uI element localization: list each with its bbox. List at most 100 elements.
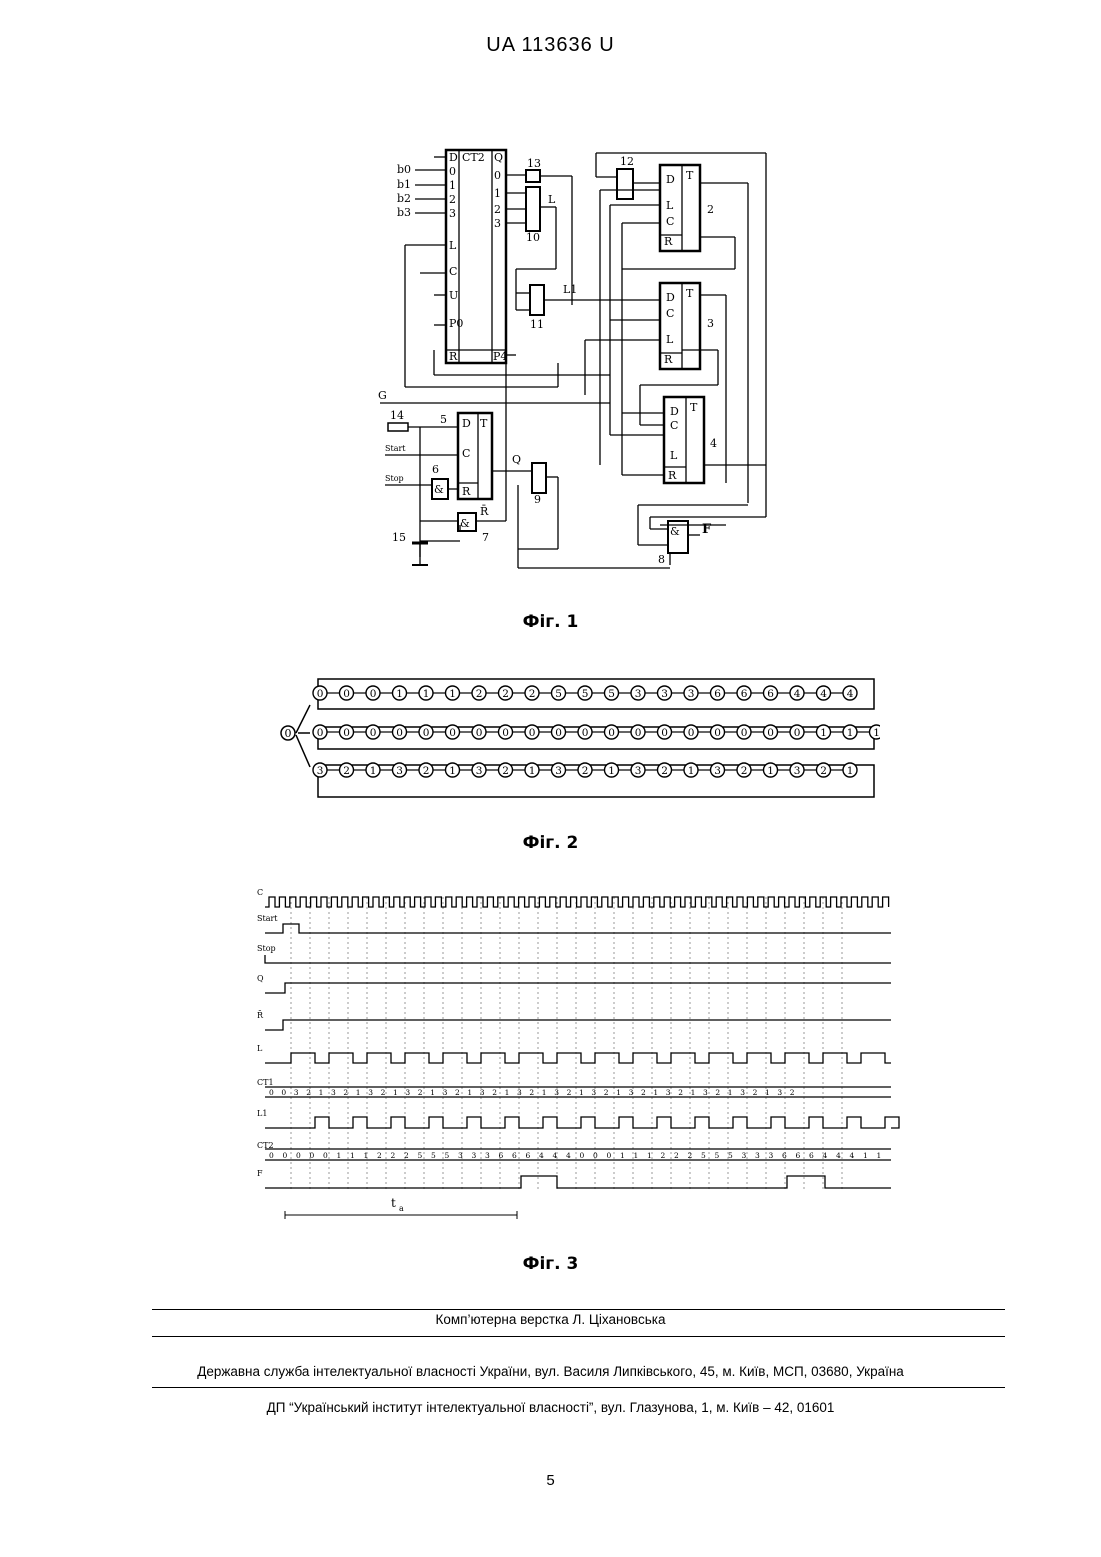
ct1-value: 1 [653, 1088, 658, 1097]
ct2-value: 1 [863, 1151, 868, 1160]
svg-text:L: L [666, 199, 674, 212]
ct2-value: 0 [607, 1151, 612, 1160]
fig2-state-value: 0 [555, 727, 562, 739]
svg-text:C: C [449, 265, 457, 278]
fig2-state-value: 3 [635, 688, 642, 700]
svg-text:0: 0 [494, 169, 501, 182]
fig3-signal-label: C [257, 888, 263, 897]
ct2-value: 2 [377, 1151, 382, 1160]
ct2-value: 5 [701, 1151, 706, 1160]
fig2-state-value: 1 [608, 765, 615, 777]
svg-text:L: L [666, 333, 674, 346]
fig2-state-value: 1 [449, 765, 456, 777]
ct1-value: 2 [753, 1088, 758, 1097]
fig2-state-value: 0 [502, 727, 509, 739]
fig2-state-value: 6 [741, 688, 748, 700]
svg-text:T: T [686, 169, 694, 182]
svg-text:6: 6 [432, 463, 439, 476]
svg-text:R: R [664, 353, 673, 366]
fig2-state-value: 4 [794, 688, 801, 700]
figure-1-schematic: b0b1 b2b3 D0 12 3L CU P0R CT2 Q0 12 3P4 … [360, 145, 780, 575]
ct1-value: 1 [356, 1088, 361, 1097]
fig2-state-value: 3 [555, 765, 562, 777]
ct2-value: 1 [364, 1151, 369, 1160]
ct2-value: 0 [593, 1151, 598, 1160]
wave-f [265, 1176, 891, 1188]
figure-2-caption: Фіг. 2 [0, 833, 1101, 853]
figure-3-timing-diagram: CStartStopQR̄LCT1L1CT2F00321321321321321… [255, 885, 905, 1220]
svg-text:8: 8 [658, 553, 665, 566]
fig2-state-value: 1 [688, 765, 695, 777]
ct2-value: 3 [742, 1151, 747, 1160]
ct2-value: 1 [620, 1151, 625, 1160]
ct1-value: 2 [492, 1088, 497, 1097]
svg-text:b1: b1 [397, 178, 411, 191]
ct1-value: 3 [666, 1088, 671, 1097]
ct1-value: 2 [418, 1088, 423, 1097]
fig2-state-value: 3 [396, 765, 403, 777]
svg-text:R: R [668, 469, 677, 482]
svg-text:R: R [449, 350, 458, 363]
footer-rule-3 [152, 1387, 1005, 1388]
fig2-state-value: 6 [714, 688, 721, 700]
svg-text:2: 2 [707, 203, 714, 216]
fig2-state-value: 1 [370, 765, 377, 777]
ct1-value: 1 [319, 1088, 324, 1097]
ct2-value: 3 [472, 1151, 477, 1160]
fig2-start-state: 0 [285, 727, 292, 740]
wave-clock [265, 897, 889, 907]
fig2-state-value: 2 [582, 765, 589, 777]
ct1-value: 3 [331, 1088, 336, 1097]
wave-l [265, 1053, 891, 1063]
ct2-value: 6 [499, 1151, 504, 1160]
svg-text:D: D [670, 405, 679, 418]
period-subscript: a [399, 1204, 404, 1213]
svg-text:P4: P4 [493, 350, 507, 363]
fig2-state-value: 1 [847, 727, 854, 739]
ct1-value: 3 [777, 1088, 782, 1097]
ct2-value: 3 [485, 1151, 490, 1160]
svg-text:F: F [702, 522, 712, 537]
ct2-value: 5 [418, 1151, 423, 1160]
fig2-state-value: 0 [661, 727, 668, 739]
fig2-state-value: 0 [794, 727, 801, 739]
fig2-state-value: 1 [820, 727, 827, 739]
ct2-value: 4 [566, 1151, 571, 1160]
fig2-state-value: 0 [608, 727, 615, 739]
ct1-value: 2 [715, 1088, 720, 1097]
fig2-state-value: 0 [635, 727, 642, 739]
svg-text:9: 9 [534, 493, 541, 506]
ct2-value: 0 [269, 1151, 274, 1160]
ct1-value: 3 [591, 1088, 596, 1097]
ct2-value: 4 [823, 1151, 828, 1160]
svg-text:C: C [666, 215, 674, 228]
svg-text:P0: P0 [449, 317, 463, 330]
fig2-state-value: 3 [714, 765, 721, 777]
ct1-value: 3 [480, 1088, 485, 1097]
svg-text:R̄: R̄ [480, 505, 489, 518]
fig2-state-value: 2 [343, 765, 350, 777]
fig2-state-value: 0 [317, 727, 324, 739]
fig3-signal-label: Start [257, 914, 278, 923]
ct2-value: 4 [850, 1151, 855, 1160]
ct1-value: 3 [368, 1088, 373, 1097]
ct2-value: 4 [539, 1151, 544, 1160]
fig2-state-value: 4 [847, 688, 854, 700]
svg-text:L: L [449, 239, 457, 252]
fig2-state-value: 2 [502, 688, 509, 700]
fig2-state-value: 2 [741, 765, 748, 777]
ct1-value: 2 [455, 1088, 460, 1097]
svg-text:&: & [434, 483, 444, 496]
page-number: 5 [0, 1472, 1101, 1489]
svg-text:3: 3 [449, 207, 456, 220]
svg-text:13: 13 [527, 157, 541, 170]
svg-text:15: 15 [392, 531, 406, 544]
document-header: UA 113636 U [0, 34, 1101, 57]
svg-text:D: D [666, 173, 675, 186]
svg-text:1: 1 [494, 187, 501, 200]
ct1-value: 3 [740, 1088, 745, 1097]
ct2-value: 1 [634, 1151, 639, 1160]
svg-text:L: L [548, 193, 556, 206]
ct2-value: 2 [391, 1151, 396, 1160]
ct1-value: 1 [467, 1088, 472, 1097]
